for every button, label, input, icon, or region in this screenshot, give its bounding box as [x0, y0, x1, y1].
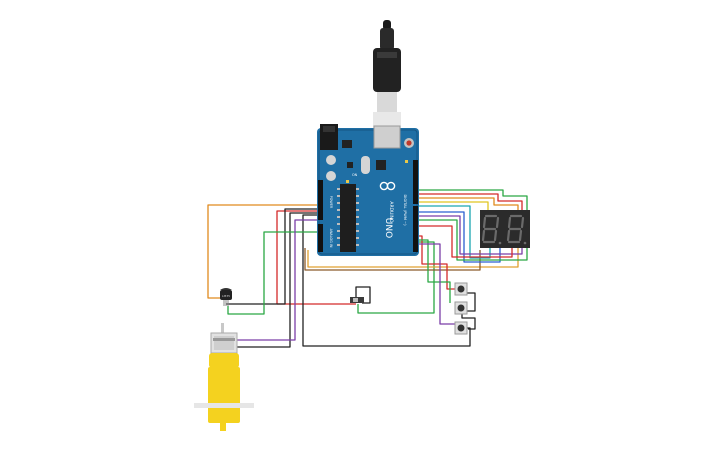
digital-header-low[interactable]: [413, 206, 418, 252]
wire-red-power[interactable]: [276, 210, 356, 305]
wire-teal-display-5[interactable]: [416, 205, 491, 259]
usb-cable[interactable]: [373, 20, 401, 142]
wire-black-gnd-3[interactable]: [302, 214, 471, 347]
usb-port[interactable]: [373, 125, 401, 149]
on-led-label: ON: [352, 173, 358, 177]
wire-black-gnd-1[interactable]: [226, 208, 320, 305]
power-label: POWER: [329, 196, 333, 209]
atmega-chip: [340, 184, 356, 252]
power-header[interactable]: [318, 180, 323, 220]
wire-green-sensor[interactable]: [227, 231, 320, 315]
board-brand: ARDUINO: [388, 201, 394, 223]
wire-purple-display-7[interactable]: [416, 215, 523, 255]
seven-segment-display-right[interactable]: [505, 210, 530, 248]
wire-purple-button-3[interactable]: [416, 243, 455, 325]
wire-purple-motor[interactable]: [237, 219, 320, 341]
slide-switch[interactable]: [350, 297, 364, 303]
arduino-logo-icon: [379, 181, 396, 191]
wire-red-display-9[interactable]: [416, 225, 513, 258]
temperature-sensor[interactable]: LM35: [220, 288, 232, 306]
wire-red-button-1[interactable]: [416, 235, 455, 290]
wire-orange-display-3[interactable]: [416, 197, 519, 210]
wire-yellow-display-4[interactable]: [416, 201, 489, 210]
arduino-uno-board[interactable]: ARDUINO UNO DIGITAL (PWM ~) POWER ANALOG…: [317, 124, 419, 256]
seven-segment-display-left[interactable]: [480, 210, 505, 248]
wire-red-display-2[interactable]: [416, 193, 523, 210]
wire-green-display-1[interactable]: [416, 189, 528, 210]
sensor-label: LM35: [222, 294, 230, 298]
analog-header[interactable]: [318, 224, 323, 252]
wire-green-button-2[interactable]: [416, 239, 451, 303]
wire-green-display-8[interactable]: [416, 219, 528, 261]
push-button-1[interactable]: [454, 282, 468, 296]
dc-gear-motor[interactable]: [194, 323, 254, 431]
digital-label: DIGITAL (PWM ~): [403, 195, 407, 227]
push-button-3[interactable]: [454, 321, 468, 335]
board-logo-text: UNO: [383, 218, 393, 238]
wires-layer: [207, 189, 528, 348]
digital-header-high[interactable]: [413, 160, 418, 204]
wire-black-gnd-2[interactable]: [237, 212, 320, 348]
push-button-2[interactable]: [454, 301, 468, 315]
wire-orange-sensor[interactable]: [207, 204, 320, 299]
wire-black-switch[interactable]: [355, 286, 371, 304]
analog-label: ANALOG IN: [329, 229, 333, 248]
